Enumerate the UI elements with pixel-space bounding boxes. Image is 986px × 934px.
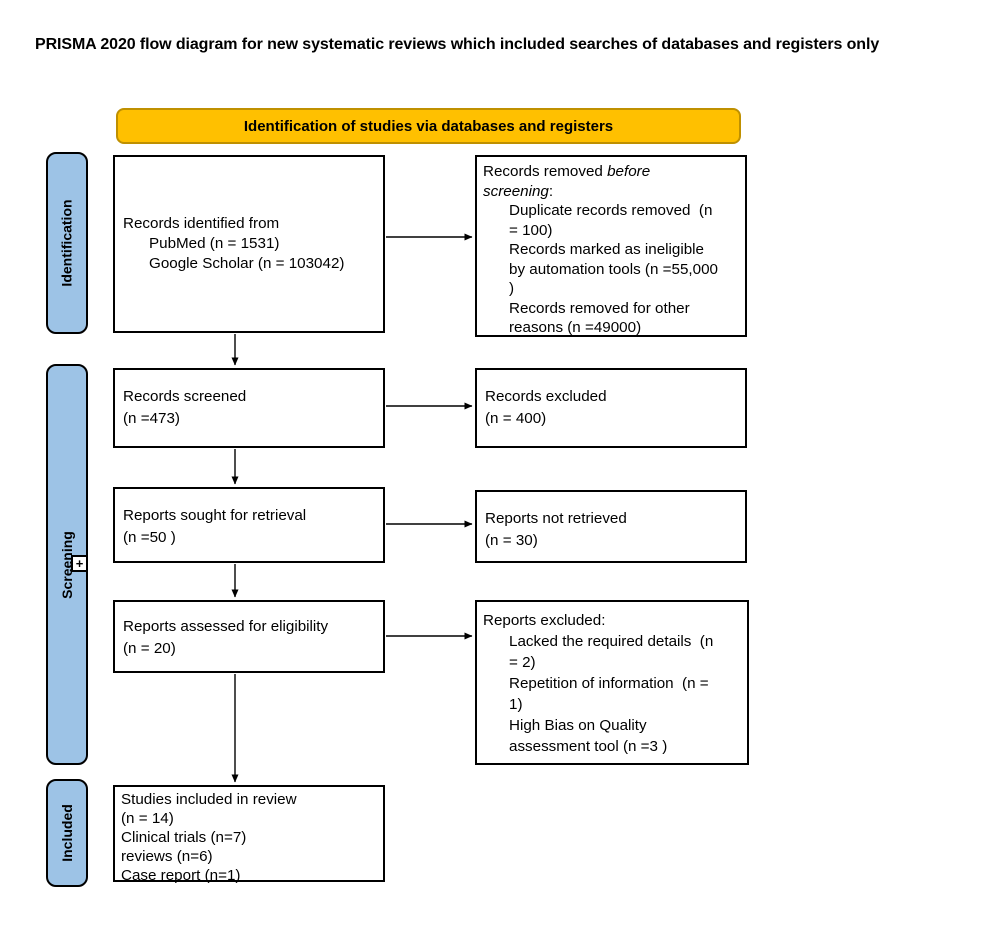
box-text-line: Reports sought for retrieval: [123, 507, 307, 524]
box-text-line: Duplicate records removed (n: [509, 202, 713, 219]
box-studies-included: Studies included in review (n = 14) Clinic…: [113, 785, 385, 884]
box-text-line: (n = 400): [485, 410, 547, 427]
box-text-line: assessment tool (n =3 ): [509, 738, 668, 755]
plus-glyph: +: [75, 556, 84, 571]
box-records-removed-before-screening: Records removed before screening: Duplicat…: [475, 155, 747, 337]
box-text-line: Records marked as ineligible: [509, 241, 704, 258]
box-text-line: PubMed (n = 1531): [149, 235, 280, 252]
box-reports-sought: Reports sought for retrieval (n =50 ): [113, 487, 385, 563]
box-records-screened: Records screened (n =473): [113, 368, 385, 448]
expand-plus-icon[interactable]: +: [71, 555, 88, 572]
box-text-line: = 100): [509, 221, 553, 239]
sidebar-phase-identification: Identification: [46, 152, 88, 334]
box-text-line: Studies included in review: [121, 791, 297, 808]
box-text-line: reviews (n=6): [121, 848, 213, 865]
box-text-line: (n = 30): [485, 532, 538, 549]
box-text-line: Records excluded: [485, 388, 607, 405]
box-text-line: Reports not retrieved: [485, 510, 627, 527]
box-text-line: (n =50 ): [123, 529, 176, 546]
box-text-line: (n = 14): [121, 810, 174, 827]
box-text-line: (n =473): [123, 410, 180, 427]
box-text-line: screening:: [483, 182, 554, 200]
box-text-line: (n = 20): [123, 640, 176, 657]
box-records-excluded: Records excluded (n = 400): [475, 368, 747, 448]
box-text-line: Records screened: [123, 388, 247, 405]
box-text-line: by automation tools (n =55,000: [509, 260, 718, 278]
box-reports-excluded-reasons: Reports excluded: Lacked the required det…: [475, 600, 749, 765]
box-text-line: Clinical trials (n=7): [121, 829, 247, 846]
page-title: PRISMA 2020 flow diagram for new systema…: [35, 36, 880, 53]
box-text-line: High Bias on Quality: [509, 717, 647, 734]
box-text-line: Lacked the required details (n: [509, 633, 714, 650]
box-text-line: Records removed before: [483, 163, 651, 180]
banner-identification-via-databases: Identification of studies via databases …: [116, 108, 741, 144]
box-text-line: Records removed for other: [509, 299, 690, 317]
box-text-line: 1): [509, 696, 523, 713]
phase-label-identification: Identification: [59, 199, 75, 287]
phase-label-included: Included: [59, 804, 75, 862]
box-text-line: Repetition of information (n =: [509, 675, 709, 692]
box-text-line: Case report (n=1): [121, 867, 241, 884]
box-text-line: Records identified from: [123, 215, 280, 232]
sidebar-phase-included: Included: [46, 779, 88, 887]
box-text-line: ): [509, 280, 515, 297]
box-reports-assessed: Reports assessed for eligibility (n = 20): [113, 600, 385, 673]
box-reports-not-retrieved: Reports not retrieved (n = 30): [475, 490, 747, 563]
box-text-line: Reports excluded:: [483, 612, 606, 629]
box-text-line: Reports assessed for eligibility: [123, 618, 329, 635]
box-text-line: = 2): [509, 654, 536, 671]
banner-label: Identification of studies via databases …: [243, 117, 614, 135]
box-text-line: reasons (n =49000): [509, 319, 642, 336]
box-text-line: Google Scholar (n = 103042): [149, 255, 345, 272]
